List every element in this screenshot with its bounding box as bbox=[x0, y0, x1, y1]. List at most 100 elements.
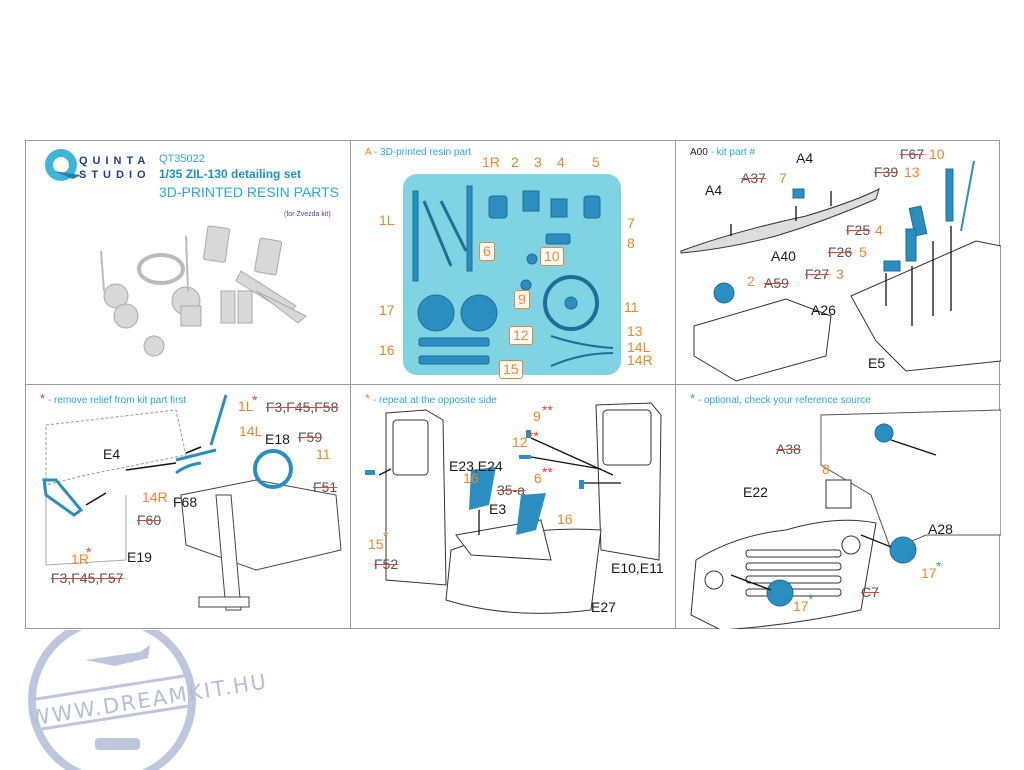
label-f51: F51 bbox=[313, 479, 338, 495]
label-1r: 1R bbox=[482, 154, 500, 170]
brand-logo-icon bbox=[45, 149, 81, 181]
label-f68: F68 bbox=[173, 494, 198, 510]
label-3: 3 bbox=[534, 154, 542, 170]
label-e18: E18 bbox=[265, 431, 290, 447]
label-16-left: 16 bbox=[463, 470, 479, 486]
resin-legend: A - 3D-printed resin part bbox=[365, 147, 471, 158]
label-5: 5 bbox=[859, 244, 867, 260]
label-f52: F52 bbox=[374, 556, 399, 572]
legend-asterisk: * bbox=[365, 391, 371, 406]
label-e23-e24: E23,E24 bbox=[449, 458, 503, 474]
label-f26: F26 bbox=[828, 244, 853, 260]
resin-parts-panel: A - 3D-printed resin part 1R 2 3 4 5 1L … bbox=[351, 141, 676, 385]
label-5: 5 bbox=[592, 154, 600, 170]
grille-drawing bbox=[690, 409, 1001, 629]
brand-studio: STUDIO bbox=[79, 169, 151, 181]
relief-legend: * - remove relief from kit part first bbox=[40, 391, 186, 406]
label-9: 9 bbox=[533, 408, 541, 424]
product-subtitle: 3D-PRINTED RESIN PARTS bbox=[159, 184, 339, 200]
grille-step-panel: * - optional, check your reference sourc… bbox=[676, 385, 1001, 629]
asterisk-17-right: * bbox=[936, 558, 942, 574]
instruction-sheet: QUINTA STUDIO QT35022 1/35 ZIL-130 detai… bbox=[25, 140, 1001, 629]
label-a37: A37 bbox=[741, 170, 766, 186]
label-f27: F27 bbox=[805, 266, 830, 282]
product-code: QT35022 bbox=[159, 153, 205, 165]
label-a40: A40 bbox=[771, 248, 796, 264]
label-a28: A28 bbox=[928, 521, 953, 537]
legend-text: - optional, check your reference source bbox=[695, 395, 871, 406]
label-a59: A59 bbox=[764, 275, 789, 291]
label-4: 4 bbox=[557, 154, 565, 170]
label-17-left: 17 bbox=[793, 598, 809, 614]
label-f39: F39 bbox=[874, 164, 899, 180]
label-13: 13 bbox=[627, 323, 643, 339]
legend-prefix: A bbox=[365, 147, 372, 158]
label-6: 6 bbox=[479, 242, 495, 261]
legend-text: - repeat at the opposite side bbox=[370, 395, 497, 406]
label-e10-e11: E10,E11 bbox=[611, 560, 664, 576]
label-16: 16 bbox=[379, 342, 395, 358]
label-1l: 1L bbox=[379, 212, 395, 228]
label-f60: F60 bbox=[137, 512, 162, 528]
label-14r: 14R bbox=[142, 489, 168, 505]
label-3: 3 bbox=[836, 266, 844, 282]
asterisk-1l: * bbox=[252, 392, 258, 408]
label-11: 11 bbox=[624, 299, 639, 315]
label-7: 7 bbox=[779, 170, 787, 186]
label-a38: A38 bbox=[776, 441, 801, 457]
kit-legend: A00 - kit part # bbox=[690, 147, 755, 158]
label-c7: C7 bbox=[861, 584, 879, 600]
label-e27: E27 bbox=[591, 599, 616, 615]
asterisk-6: ** bbox=[542, 464, 553, 480]
label-e5: E5 bbox=[868, 355, 886, 371]
kit-note: (for Zvezda kit) bbox=[284, 211, 331, 218]
label-f59: F59 bbox=[298, 429, 323, 445]
asterisk-12: ** bbox=[528, 428, 539, 444]
label-12: 12 bbox=[509, 326, 533, 345]
stamp-circle-icon bbox=[28, 630, 196, 770]
label-e3: E3 bbox=[489, 501, 507, 517]
watermark-stamp: WWW.DREAMKIT.HU bbox=[20, 630, 270, 770]
label-7: 7 bbox=[627, 215, 635, 231]
label-14r: 14R bbox=[627, 352, 653, 368]
legend-text: - remove relief from kit part first bbox=[45, 395, 187, 406]
asterisk-1r: * bbox=[86, 544, 92, 560]
label-4: 4 bbox=[875, 222, 883, 238]
label-13: 13 bbox=[904, 164, 920, 180]
label-a4-left: A4 bbox=[705, 182, 723, 198]
label-e22: E22 bbox=[743, 484, 768, 500]
label-14l: 14L bbox=[239, 423, 263, 439]
label-f67: F67 bbox=[900, 146, 925, 162]
label-9: 9 bbox=[514, 290, 530, 309]
label-2: 2 bbox=[747, 273, 755, 289]
engine-step-panel: A00 - kit part # A4 A4 A37 7 F67 10 F39 … bbox=[676, 141, 1001, 385]
legend-text: - 3D-printed resin part bbox=[371, 147, 472, 158]
label-2: 2 bbox=[511, 154, 519, 170]
label-a4-right: A4 bbox=[796, 150, 814, 166]
parts-render-image bbox=[100, 225, 307, 357]
legend-prefix: A00 bbox=[690, 147, 708, 158]
label-10: 10 bbox=[540, 247, 564, 266]
label-a26: A26 bbox=[811, 302, 836, 318]
product-title: 1/35 ZIL-130 detailing set bbox=[159, 167, 302, 181]
label-6: 6 bbox=[534, 470, 542, 486]
engine-drawing bbox=[680, 160, 1001, 382]
label-1l: 1L bbox=[238, 398, 254, 414]
label-11: 11 bbox=[316, 446, 331, 462]
legend-text: - kit part # bbox=[707, 147, 756, 158]
label-17-right: 17 bbox=[921, 565, 937, 581]
label-f3-f45-f57: F3,F45,F57 bbox=[51, 570, 124, 586]
label-1r: 1R bbox=[71, 551, 89, 567]
label-15: 15 bbox=[368, 536, 384, 552]
cab-step-panel: * - remove relief from kit part first 1L… bbox=[26, 385, 351, 629]
cab-drawing bbox=[42, 394, 342, 611]
label-f3-f45-f58: F3,F45,F58 bbox=[266, 399, 339, 415]
label-12: 12 bbox=[512, 434, 528, 450]
legend-asterisk: * bbox=[40, 391, 46, 406]
label-8: 8 bbox=[627, 235, 635, 251]
label-f25: F25 bbox=[846, 222, 871, 238]
label-16-right: 16 bbox=[557, 511, 573, 527]
legend-asterisk: * bbox=[690, 391, 696, 406]
title-panel: QUINTA STUDIO QT35022 1/35 ZIL-130 detai… bbox=[26, 141, 351, 385]
label-e19: E19 bbox=[127, 549, 152, 565]
